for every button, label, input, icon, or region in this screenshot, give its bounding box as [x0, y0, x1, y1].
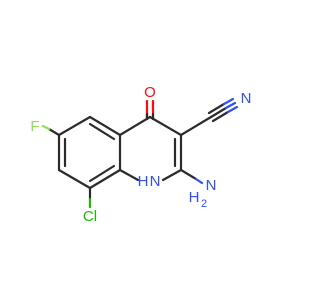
- bond-c4a-c5: [88, 115, 122, 137]
- amine-hydrogen-label: H: [189, 189, 200, 206]
- amine-nitrogen-label: N: [206, 177, 217, 194]
- bond-nitrile-1: [209, 106, 228, 119]
- oxygen-label: O: [144, 84, 156, 101]
- bond-c8-c8a-inner: [88, 164, 116, 183]
- bond-nitrile-3-n: [226, 105, 239, 114]
- nitrile-nitrogen-label: N: [241, 90, 252, 107]
- bond-c4a-c5-inner: [88, 122, 116, 141]
- structure-canvas: O N F Cl H N H 2 N: [30, 84, 251, 225]
- bond-nitrile-3: [211, 110, 230, 123]
- atom-labels: O N F Cl H N H 2 N: [30, 84, 251, 225]
- amine-subscript-label: 2: [201, 198, 207, 210]
- bond-c7-c8: [57, 168, 92, 190]
- bond-c4a-c4: [118, 115, 152, 137]
- chlorine-label: Cl: [83, 208, 97, 225]
- molecule-diagram: O N F Cl H N H 2 N: [30, 84, 251, 225]
- ring-nitrogen-label: N: [150, 173, 161, 190]
- bond-nitrile-2-n: [222, 97, 235, 106]
- bond-c2-nh2: [179, 168, 198, 181]
- bonds: [41, 97, 239, 209]
- ring-hydrogen-label: H: [138, 173, 149, 190]
- bond-nitrile-1-n: [224, 101, 237, 110]
- bond-c4-c3: [148, 115, 183, 137]
- fluorine-label: F: [30, 118, 39, 135]
- bond-c5-c6: [57, 115, 92, 137]
- bond-n1-c8a: [118, 168, 140, 182]
- bond-c8-c8a: [88, 168, 122, 190]
- bond-c2-nh2-color: [194, 177, 204, 185]
- bond-c6-f-color: [41, 124, 51, 131]
- bond-c6-f: [47, 127, 61, 137]
- bond-nitrile-2: [207, 102, 226, 115]
- bond-c2-n1: [161, 168, 183, 182]
- bond-c3-cn: [179, 115, 213, 137]
